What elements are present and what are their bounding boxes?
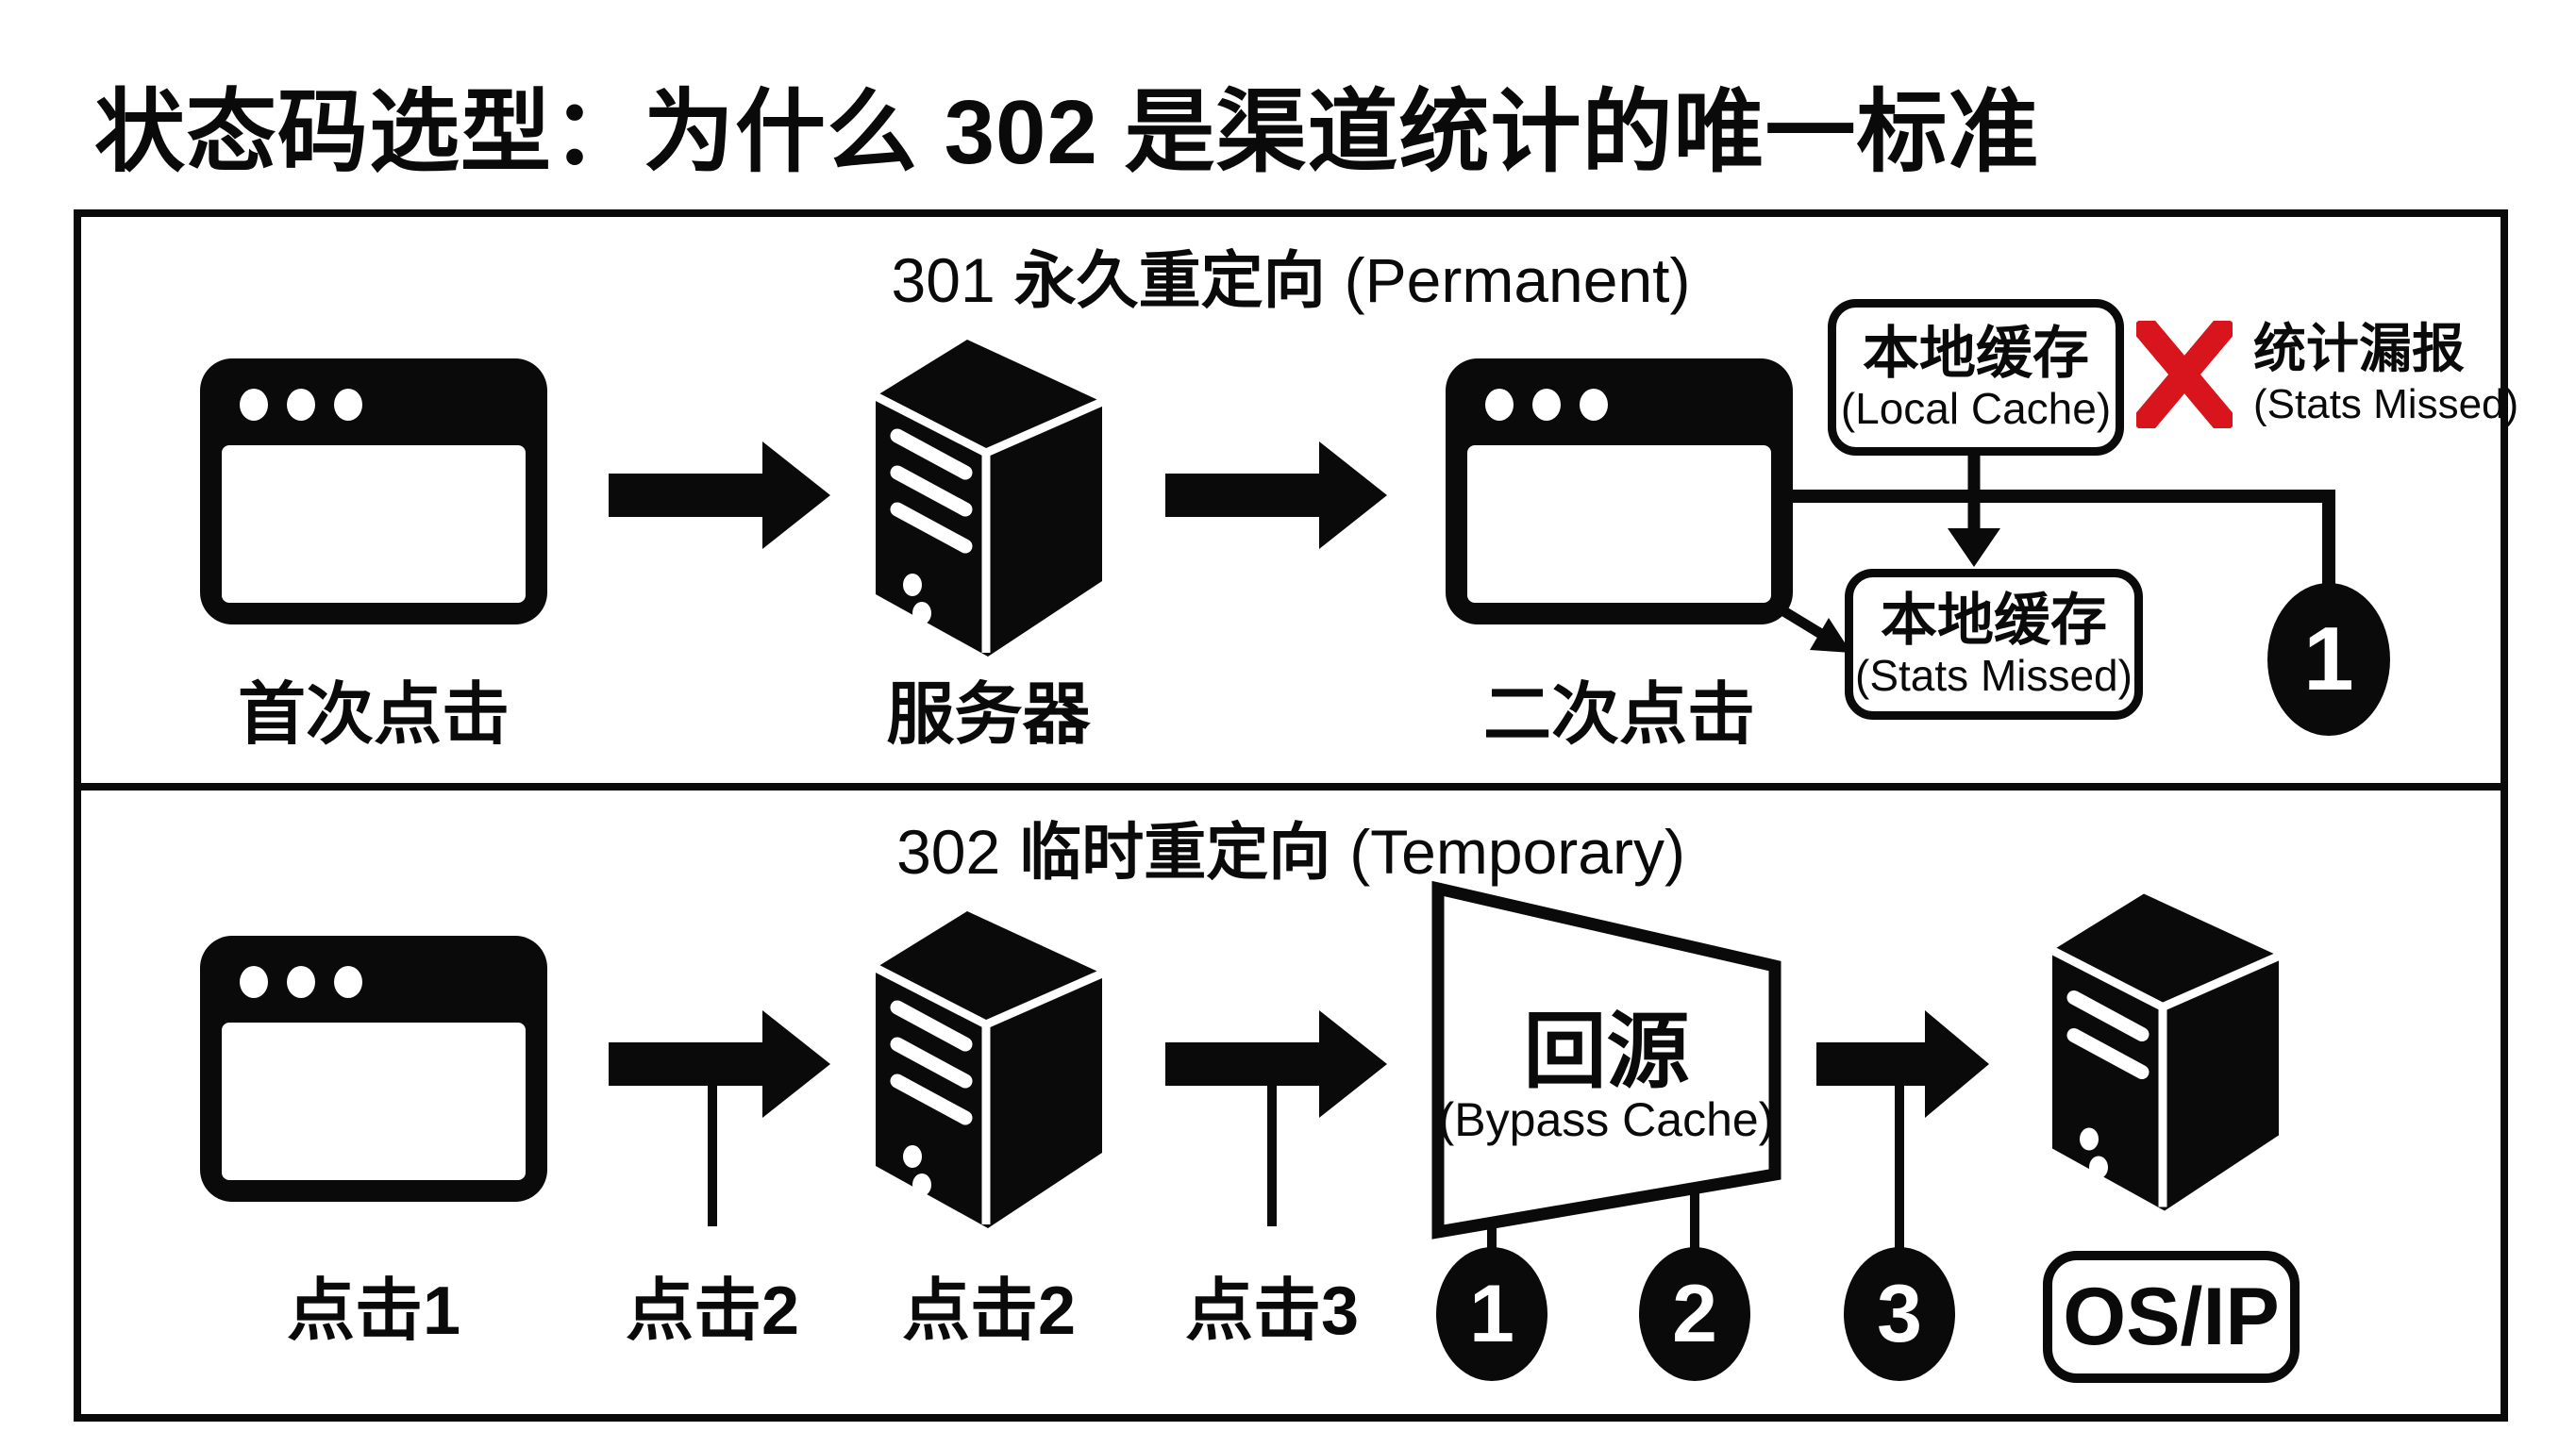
window-control-dot-icon — [1580, 389, 1608, 421]
window-control-dot-icon — [334, 389, 362, 421]
browser-window-icon-first-click — [200, 358, 547, 624]
click2-arrow-label: 点击2 — [625, 1273, 800, 1349]
panel-301-code: 301 — [891, 245, 995, 315]
stats-missed-note: 统计漏报 (Stats Missed) — [2253, 317, 2518, 430]
stats-missed-note-line2: (Stats Missed) — [2253, 381, 2519, 428]
panel-302-cjk: 临时重定向 — [1019, 817, 1331, 887]
stats-missed-box-line2: (Stats Missed) — [1855, 650, 2133, 700]
server-icon — [873, 340, 1104, 657]
browser-viewport — [222, 1023, 526, 1180]
panel-302-code: 302 — [896, 817, 1001, 887]
stats-missed-note-line1: 统计漏报 — [2253, 319, 2465, 378]
stats-missed-box-line1: 本地缓存 — [1881, 588, 2107, 652]
local-cache-box: 本地缓存 (Local Cache) — [1828, 299, 2124, 456]
origin-server-icon — [2049, 893, 2281, 1211]
badge-1: 1 — [2267, 583, 2390, 736]
window-control-dot-icon — [287, 966, 315, 998]
first-click-label: 首次点击 — [237, 677, 510, 753]
window-control-dot-icon — [1532, 389, 1561, 421]
panel-301-header: 301 永久重定向 (Permanent) — [74, 230, 2508, 321]
diagram-frame — [74, 209, 2508, 1422]
stats-missed-box: 本地缓存 (Stats Missed) — [1845, 569, 2143, 720]
browser-window-icon-click1 — [200, 936, 547, 1202]
server-label: 服务器 — [886, 677, 1091, 753]
badge-2-bottom: 2 — [1639, 1247, 1750, 1381]
click2-server-label: 点击2 — [901, 1273, 1077, 1349]
local-cache-line2: (Local Cache) — [1840, 383, 2112, 433]
browser-viewport — [222, 445, 526, 603]
window-control-dot-icon — [334, 966, 362, 998]
click1-label: 点击1 — [286, 1273, 461, 1349]
window-control-dot-icon — [240, 389, 268, 421]
bypass-cache-line1: 回源 — [1523, 1005, 1690, 1098]
window-control-dot-icon — [240, 966, 268, 998]
bypass-cache-line2: (Bypass Cache) — [1438, 1093, 1775, 1146]
local-cache-line1: 本地缓存 — [1863, 321, 2089, 385]
window-control-dot-icon — [287, 389, 315, 421]
click3-label: 点击3 — [1184, 1273, 1360, 1349]
browser-window-icon-second-click — [1446, 358, 1793, 624]
server-icon — [873, 911, 1104, 1228]
panel-301-en: (Permanent) — [1344, 245, 1691, 315]
panel-302-header: 302 临时重定向 (Temporary) — [74, 802, 2508, 892]
page-title: 状态码选型：为什么 302 是渠道统计的唯一标准 — [94, 82, 2040, 183]
panel-302-en: (Temporary) — [1349, 817, 1685, 887]
panel-301-cjk: 永久重定向 — [1013, 245, 1326, 315]
badge-1-bottom: 1 — [1436, 1247, 1547, 1381]
second-click-label: 二次点击 — [1482, 677, 1755, 753]
window-control-dot-icon — [1485, 389, 1514, 421]
browser-viewport — [1467, 445, 1771, 603]
panel-divider — [77, 783, 2504, 791]
os-ip-label: OS/IP — [2063, 1271, 2280, 1362]
badge-3-bottom: 3 — [1844, 1247, 1955, 1381]
error-x-icon — [2136, 321, 2233, 428]
os-ip-box: OS/IP — [2043, 1251, 2300, 1383]
